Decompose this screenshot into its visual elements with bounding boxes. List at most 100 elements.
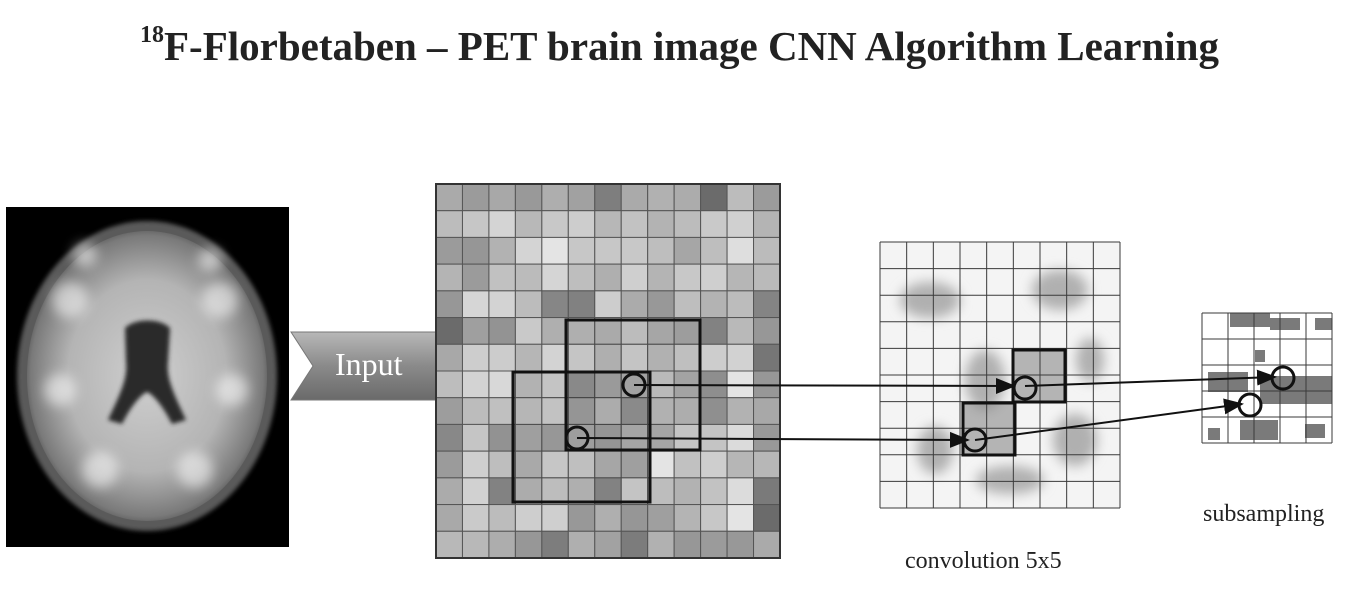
input-grid-cell <box>488 504 516 532</box>
input-grid-cell <box>567 504 596 532</box>
neuron-circle-input-1 <box>621 372 647 398</box>
input-grid-cell <box>461 370 490 399</box>
input-grid-cell <box>620 477 649 506</box>
input-grid-cell <box>567 263 596 292</box>
input-grid-cell <box>620 183 649 212</box>
input-grid-cell <box>753 210 781 238</box>
input-grid-cell <box>673 450 702 479</box>
connection-arrow-4 <box>974 398 1244 441</box>
input-grid-cell <box>567 183 596 212</box>
sub-feature-patch <box>1305 424 1325 438</box>
input-grid-cell <box>620 290 649 319</box>
input-grid-cell <box>673 236 702 265</box>
input-grid-cell <box>700 290 728 319</box>
input-grid-cell <box>435 370 463 399</box>
input-grid-cell <box>488 423 516 452</box>
connection-arrow-3 <box>1024 369 1277 387</box>
input-grid-cell <box>700 343 728 372</box>
neuron-circles <box>564 365 1296 453</box>
input-grid-cell <box>726 504 755 532</box>
input-grid-cell <box>753 397 781 425</box>
input-grid-cell <box>620 236 649 265</box>
input-grid-cell <box>753 263 781 292</box>
input-grid-cell <box>726 423 755 452</box>
conv-feature-blob <box>1076 338 1104 382</box>
input-grid-cell <box>647 504 675 532</box>
input-grid-cell <box>541 183 569 212</box>
convolution-feature-grid <box>879 241 1121 509</box>
input-grid-cell <box>700 477 728 506</box>
subsampling-label: subsampling <box>1203 501 1325 527</box>
input-grid-cell <box>567 210 596 238</box>
input-grid-cell <box>647 263 675 292</box>
input-label: Input <box>335 346 403 382</box>
input-grid-cell <box>514 263 543 292</box>
input-grid-cell <box>673 504 702 532</box>
connection-arrow-1 <box>633 377 1016 394</box>
input-grid-cell <box>700 504 728 532</box>
input-grid-cell <box>514 423 543 452</box>
sub-feature-patch <box>1255 350 1265 362</box>
input-grid-cell <box>647 450 675 479</box>
input-grid-cell <box>753 423 781 452</box>
title-superscript: 18 <box>140 22 164 48</box>
neuron-circle-conv-2 <box>962 427 988 453</box>
input-grid-cell <box>726 477 755 506</box>
input-grid-cell <box>461 504 490 532</box>
input-grid-cell <box>435 450 463 479</box>
input-grid-cell <box>753 477 781 506</box>
input-grid-cell <box>435 504 463 532</box>
sub-feature-patch <box>1270 318 1300 330</box>
conv-feature-blob <box>1053 414 1097 466</box>
input-grid-cell <box>488 236 516 265</box>
input-grid-cell <box>620 530 649 559</box>
input-grid-cell <box>514 504 543 532</box>
sub-feature-patch <box>1315 318 1332 330</box>
input-grid-cell <box>594 290 622 319</box>
conv-feature-blob <box>917 426 953 474</box>
convolution-label: convolution 5x5 <box>905 548 1062 574</box>
input-grid-cell <box>567 290 596 319</box>
kernel-shade-lower <box>513 372 650 502</box>
input-grid-cell <box>726 343 755 372</box>
sub-feature-patch <box>1240 420 1278 440</box>
input-grid-cell <box>726 317 755 345</box>
connection-arrow-2 <box>576 431 970 448</box>
input-grid-cell <box>435 236 463 265</box>
input-grid-cell <box>488 530 516 559</box>
input-grid-cell <box>461 450 490 479</box>
neuron-circle-sub-1 <box>1270 365 1296 391</box>
input-grid-cell <box>700 317 728 345</box>
conv-feature-blobs <box>900 270 1104 494</box>
input-grid-cell <box>647 530 675 559</box>
input-grid-cell <box>594 504 622 532</box>
input-grid-cell <box>461 263 490 292</box>
input-grid-cell <box>726 236 755 265</box>
input-grid-cell <box>753 450 781 479</box>
conv-kernel-window-lower <box>961 401 1017 457</box>
input-grid-cell <box>461 236 490 265</box>
input-grid-cell <box>567 397 596 425</box>
input-grid-cell <box>647 397 675 425</box>
input-grid-cell <box>700 236 728 265</box>
input-grid-cell <box>726 397 755 425</box>
input-grid-cell <box>753 343 781 372</box>
sub-feature-patch <box>1230 313 1270 327</box>
input-grid-cell <box>567 236 596 265</box>
conv-feature-blob <box>900 282 960 318</box>
input-grid-cell <box>435 477 463 506</box>
input-grid-cell <box>753 530 781 559</box>
neuron-circle-conv-1 <box>1012 375 1038 401</box>
input-grid-cell <box>700 183 728 212</box>
input-grid-cell <box>488 183 516 212</box>
input-grid-cell <box>753 290 781 319</box>
input-grid-cell <box>647 183 675 212</box>
input-grid-cell <box>541 504 569 532</box>
input-grid-cell <box>673 183 702 212</box>
input-grid-cell <box>461 423 490 452</box>
input-grid-cell <box>594 236 622 265</box>
input-grid-cell <box>700 263 728 292</box>
input-grid-cell <box>488 290 516 319</box>
input-grid-cell <box>488 370 516 399</box>
input-kernel-window-lower <box>511 370 652 504</box>
